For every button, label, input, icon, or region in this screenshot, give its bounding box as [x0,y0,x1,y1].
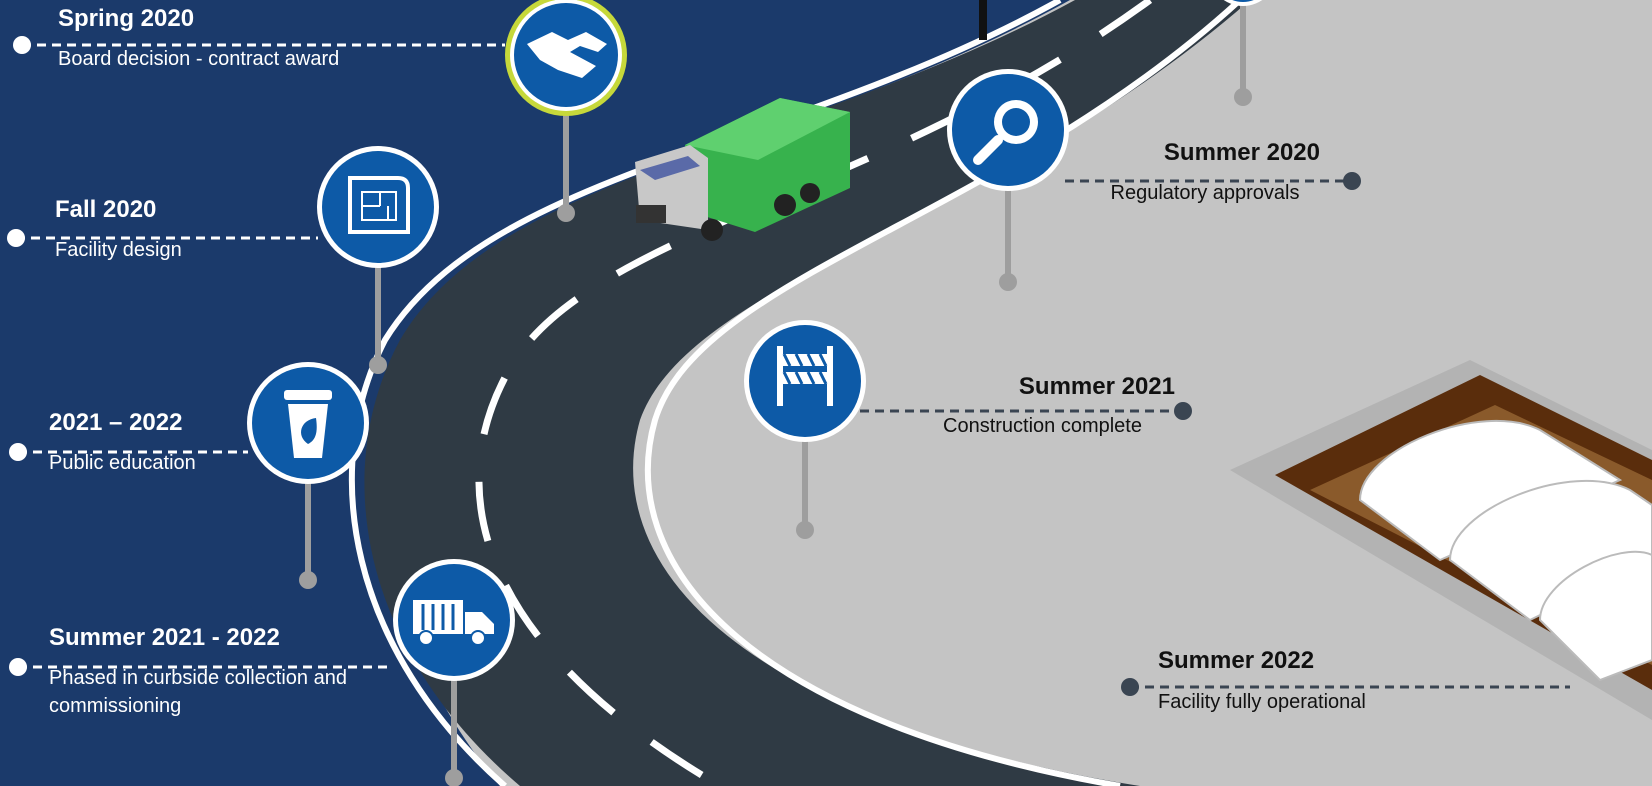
road-center-line [475,0,1153,786]
milestone-summer-2020: Summer 2020 Regulatory approvals [1090,139,1321,207]
milestone-date: Fall 2020 [55,196,157,223]
milestone-description: Facility fully operational [1158,691,1366,713]
connector-end-dots [7,36,1361,696]
pin-stems [299,0,1252,786]
milestone-date: Summer 2022 [1158,647,1315,674]
milestone-description: Construction complete [943,415,1142,437]
milestone-spring-2020: Spring 2020 Board decision - contract aw… [58,5,339,73]
facility-icon [1223,0,1263,6]
milestone-summer-2022: Summer 2022 Facility fully operational [1158,647,1366,716]
milestone-description: Regulatory approvals [1110,182,1300,204]
handshake-icon [505,0,627,116]
milestone-summer-2021: Summer 2021 Construction complete [910,373,1175,440]
garbage-truck-icon [393,559,515,681]
milestone-summer-2021-2022: Summer 2021 - 2022 Phased in curbside co… [49,624,419,720]
milestone-date: Summer 2021 - 2022 [49,624,280,651]
milestone-date: Summer 2020 [1163,139,1320,166]
garbage-truck-illustration [635,98,850,241]
milestone-description: Phased in curbside collection and commis… [49,667,347,717]
blueprint-icon [317,146,439,268]
timeline-connectors [16,43,1570,689]
milestone-description: Facility design [55,239,182,261]
road [364,0,1250,786]
blue-panel [0,0,1070,786]
milestone-2021-2022: 2021 – 2022 Public education [49,409,196,477]
recycling-bin-icon [247,362,369,484]
milestone-fall-2020: Fall 2020 Facility design [55,196,182,264]
milestone-description: Board decision - contract award [58,48,340,70]
milestone-date: Spring 2020 [58,5,195,32]
road-edge-left [348,0,1062,786]
facility-illustration [1230,360,1652,720]
magnifying-glass-icon [947,69,1069,191]
milestone-date: Summer 2021 [1018,373,1175,400]
milestone-description: Public education [49,452,196,474]
milestone-date: 2021 – 2022 [49,409,183,436]
barricade-icon [744,320,866,442]
black-post [979,0,987,40]
